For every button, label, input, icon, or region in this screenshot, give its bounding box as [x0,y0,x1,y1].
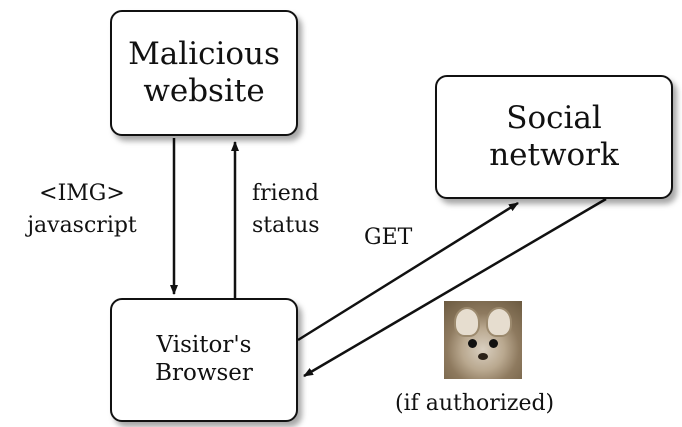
malicious-website-node: Malicious website [110,10,298,136]
edge-label-line: javascript [27,212,137,238]
img-javascript-label: <IMG> javascript [8,178,156,242]
visitors-browser-node: Visitor's Browser [110,298,298,422]
social-network-node: Social network [435,75,673,199]
node-label: Social [506,99,602,136]
avatar-eye [468,339,477,348]
arrow-social-to-browser [303,197,607,378]
friend-status-label: friend status [252,178,320,242]
avatar-ear [454,307,480,337]
get-label: GET [364,225,413,250]
edge-label-line: status [252,212,320,238]
avatar-ear [486,307,512,337]
if-authorized-label: (if authorized) [395,391,555,416]
node-label: Browser [155,360,253,386]
node-label: Visitor's [156,332,252,359]
node-label: website [143,73,265,109]
arrow-browser-to-social [297,201,519,342]
pika-avatar-icon [444,301,522,379]
node-label: Malicious [128,35,280,72]
node-label: network [489,137,619,173]
edge-label-line: <IMG> [39,181,125,206]
avatar-eye [489,339,498,348]
edge-label-line: friend [252,181,319,206]
avatar-nose [478,353,488,360]
